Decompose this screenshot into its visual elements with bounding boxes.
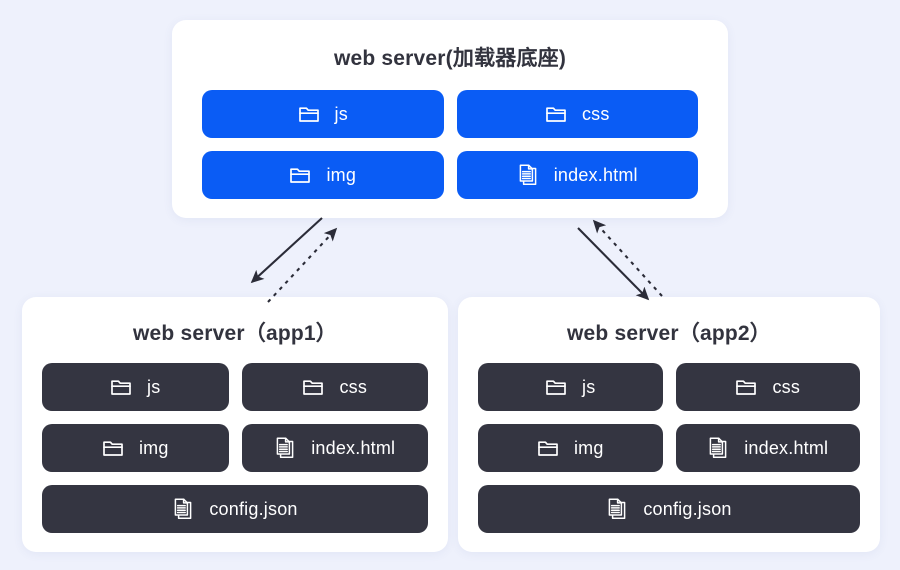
document-icon: [274, 436, 296, 460]
loader-item-js-label: js: [334, 103, 348, 124]
loader-item-row-2: img index.html: [202, 151, 698, 199]
web-server-app2-card: web server（app2） js css: [458, 297, 880, 552]
folder-icon: [298, 102, 320, 126]
app1-item-css[interactable]: css: [241, 363, 428, 411]
web-server-app2-title: web server（app2）: [567, 322, 771, 345]
app2-item-img[interactable]: img: [478, 424, 663, 472]
app1-item-row-2: img index.html: [42, 424, 428, 472]
connector-app1-to-loader: [267, 227, 338, 303]
folder-icon: [735, 375, 757, 399]
web-server-loader-title: web server(加载器底座): [333, 47, 567, 70]
web-server-app1-card: web server（app1） js css: [22, 297, 448, 552]
connector-loader-to-app2: [577, 227, 650, 301]
app1-item-index-html-label: index.html: [311, 437, 396, 458]
app1-item-img-label: img: [138, 437, 169, 458]
folder-icon: [289, 163, 311, 187]
connector-loader-to-app1: [250, 217, 323, 284]
app1-item-index-html[interactable]: index.html: [241, 424, 428, 472]
web-server-loader-card: web server(加载器底座) js css: [172, 20, 728, 218]
folder-icon: [110, 375, 132, 399]
app2-item-row-2: img index.html: [478, 424, 860, 472]
folder-icon: [545, 102, 567, 126]
app1-item-img[interactable]: img: [42, 424, 229, 472]
app2-item-js[interactable]: js: [478, 363, 663, 411]
document-icon: [707, 436, 729, 460]
app1-item-js[interactable]: js: [42, 363, 229, 411]
loader-item-css-label: css: [581, 103, 610, 124]
app1-item-config-json-label: config.json: [209, 498, 298, 519]
loader-item-index-html-label: index.html: [553, 164, 638, 185]
loader-item-js[interactable]: js: [202, 90, 444, 138]
folder-icon: [537, 436, 559, 460]
app1-item-row-1: js css: [42, 363, 428, 411]
app2-item-config-json[interactable]: config.json: [478, 485, 860, 533]
loader-item-img-label: img: [326, 164, 357, 185]
loader-item-row-1: js css: [202, 90, 698, 138]
folder-icon: [102, 436, 124, 460]
app2-item-row-1: js css: [478, 363, 860, 411]
app2-item-js-label: js: [582, 376, 596, 397]
connector-app2-to-loader: [592, 219, 663, 297]
document-icon: [172, 497, 194, 521]
app2-item-css-label: css: [772, 376, 801, 397]
loader-item-index-html[interactable]: index.html: [456, 151, 698, 199]
loader-item-css[interactable]: css: [456, 90, 698, 138]
folder-icon: [302, 375, 324, 399]
web-server-app1-title: web server（app1）: [133, 322, 337, 345]
document-icon: [606, 497, 628, 521]
app2-item-config-json-label: config.json: [643, 498, 732, 519]
app2-item-index-html[interactable]: index.html: [675, 424, 860, 472]
folder-icon: [545, 375, 567, 399]
app1-item-js-label: js: [147, 376, 161, 397]
loader-item-img[interactable]: img: [202, 151, 444, 199]
app1-item-row-3: config.json: [42, 485, 428, 533]
app2-item-img-label: img: [573, 437, 604, 458]
app2-item-css[interactable]: css: [675, 363, 860, 411]
app1-item-css-label: css: [339, 376, 368, 397]
app1-item-config-json[interactable]: config.json: [42, 485, 428, 533]
document-icon: [517, 163, 539, 187]
app2-item-row-3: config.json: [478, 485, 860, 533]
app2-item-index-html-label: index.html: [744, 437, 829, 458]
